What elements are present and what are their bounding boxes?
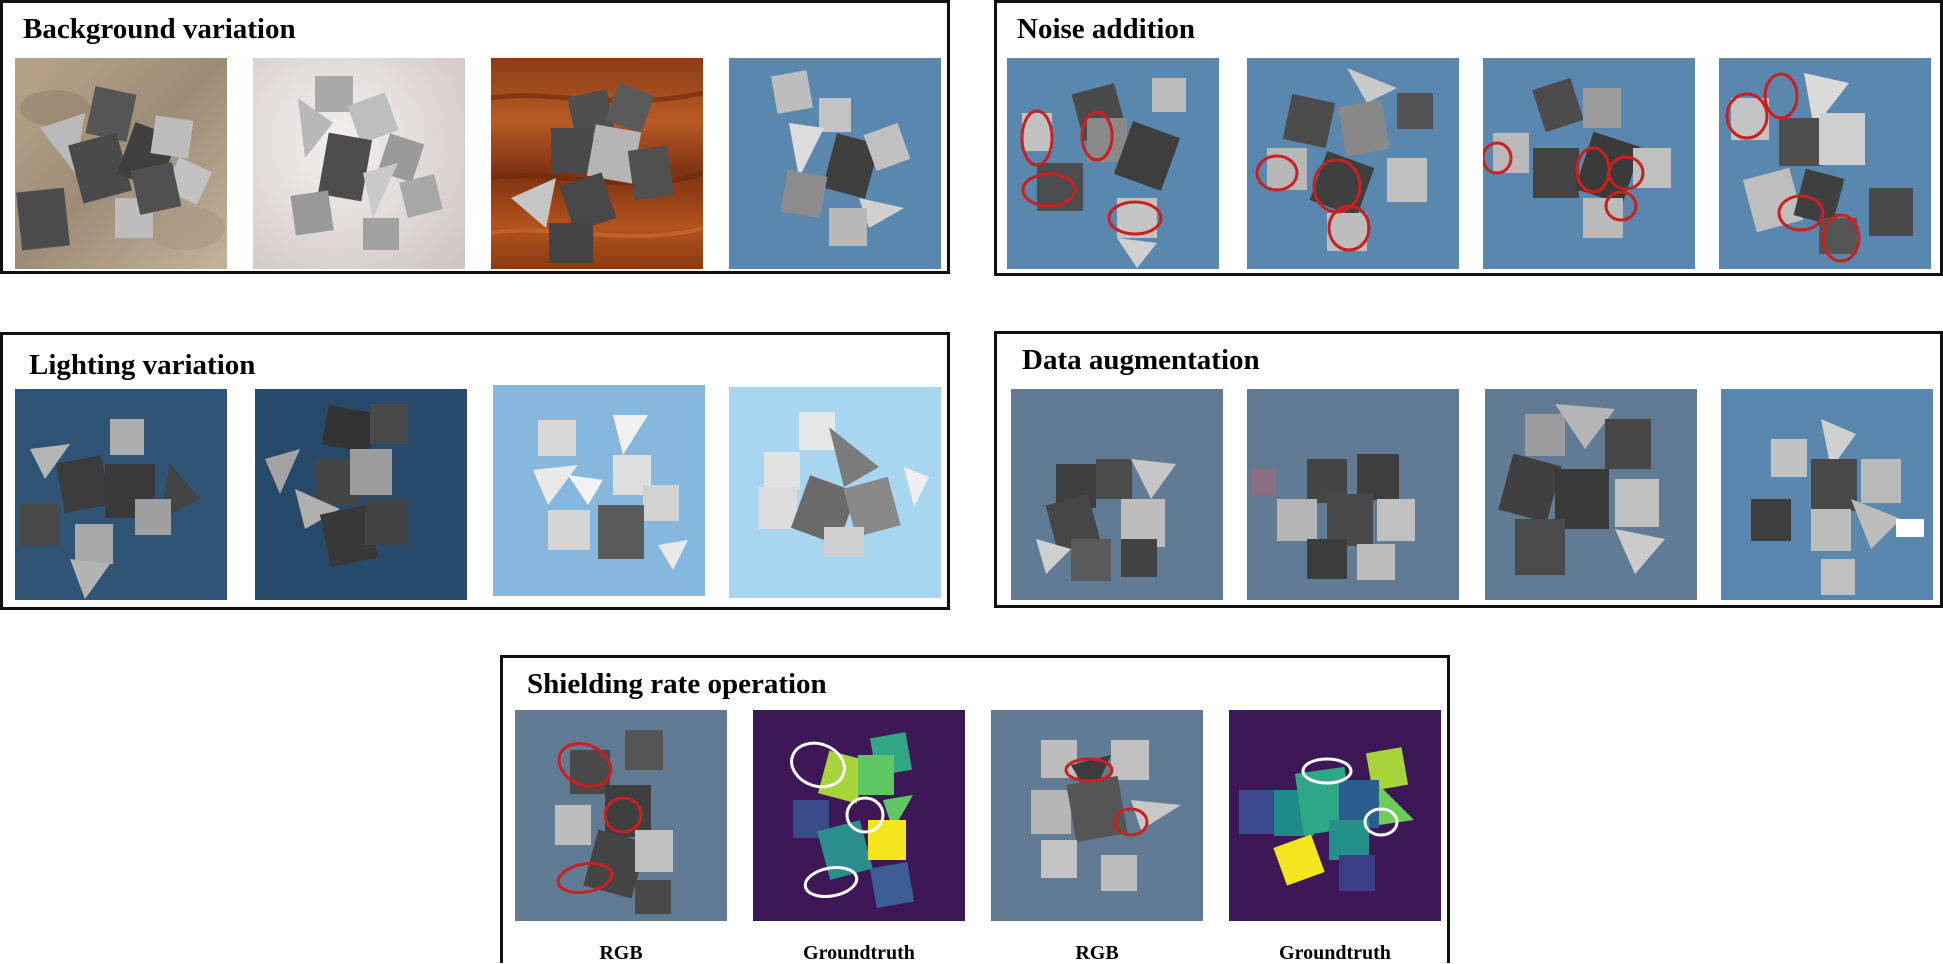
panel-data-augmentation: Data augmentation [994,331,1943,608]
caption-rgb-1: RGB [599,942,643,964]
panel-title: Data augmentation [1022,344,1260,376]
panel-lighting-variation: Lighting variation [0,332,950,610]
panel-title: Lighting variation [29,349,256,381]
panel-title: Shielding rate operation [527,668,827,700]
panel-title: Background variation [23,13,296,45]
image-tile-shielding-rgb-1 [515,710,727,921]
image-tile-noise-1 [1007,58,1219,269]
caption-groundtruth-1: Groundtruth [803,942,915,964]
panel-noise-addition: Noise addition [994,0,1943,276]
image-tile-augmentation-1 [1011,389,1223,600]
image-tile-noise-2 [1247,58,1459,269]
image-tile-dark-lighting [15,389,227,600]
image-tile-shielding-groundtruth-1 [753,710,965,921]
image-tile-wood-background [491,58,703,269]
image-tile-stone-background [15,58,227,269]
caption-rgb-2: RGB [1075,942,1119,964]
panel-shielding-rate-operation: Shielding rate operation [500,655,1450,963]
image-tile-blue-background [729,58,941,269]
image-tile-shielding-groundtruth-2 [1229,710,1441,921]
image-tile-brightest-lighting [729,387,941,598]
image-tile-noise-3 [1483,58,1695,269]
image-tile-shielding-rgb-2 [991,710,1203,921]
image-tile-augmentation-4 [1721,389,1933,600]
caption-groundtruth-2: Groundtruth [1279,942,1391,964]
image-tile-augmentation-3 [1485,389,1697,600]
image-tile-augmentation-2 [1247,389,1459,600]
panel-title: Noise addition [1017,13,1196,45]
image-tile-bright-lighting [493,385,705,596]
image-tile-white-background [253,58,465,269]
panel-background-variation: Background variation [0,0,950,274]
image-tile-noise-4 [1719,58,1931,269]
image-tile-darker-lighting [255,389,467,600]
